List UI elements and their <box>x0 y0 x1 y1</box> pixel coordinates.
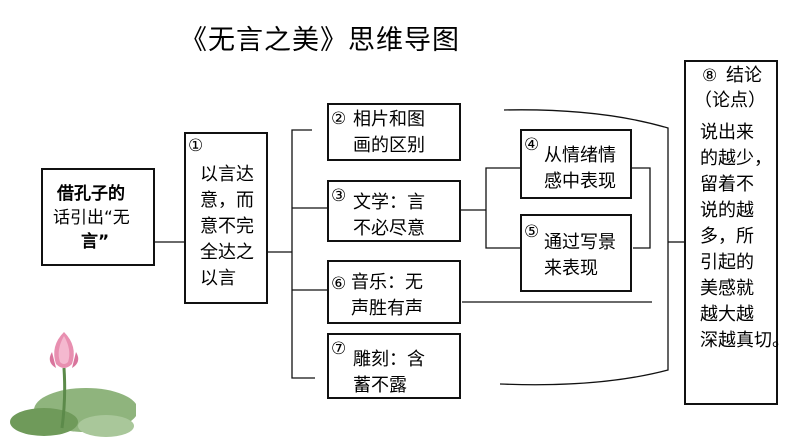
node-8-body-2: 的越少， <box>700 148 772 169</box>
node-1-line3: 意不完 <box>200 216 254 237</box>
node-7-line1: 雕刻：含 <box>353 349 425 370</box>
node-1-marker: ① <box>188 136 204 156</box>
node-2-line2: 画的区别 <box>353 135 425 156</box>
node-3-line2: 不必尽意 <box>353 218 425 239</box>
node-7: ⑦ 雕刻：含 蓄不露 <box>327 333 461 399</box>
node-3-line1: 文学：言 <box>353 192 425 213</box>
node-8-body-3: 留着不 <box>700 174 754 195</box>
node-8-head1: 结论 <box>726 65 762 86</box>
node-8-body-1: 说出来 <box>700 122 754 143</box>
node-7-line2: 蓄不露 <box>353 375 407 396</box>
node-4: ④ 从情绪情 感中表现 <box>520 129 632 199</box>
node-8-conclusion: ⑧ 结论 （论点） 说出来 的越少， 留着不 说的越 多，所 引起的 美感就 越… <box>684 60 790 405</box>
node-8-body-9: 深越真切。 <box>700 330 790 351</box>
lotus-flower-illustration <box>10 332 136 437</box>
node-1: ① 以言达 意，而 意不完 全达之 以言 <box>184 132 268 304</box>
node-2-line1: 相片和图 <box>353 109 425 130</box>
page-title: 《无言之美》思维导图 <box>180 25 460 56</box>
node-7-marker: ⑦ <box>331 339 347 359</box>
node-1-line4: 全达之 <box>200 242 254 263</box>
node-4-line1: 从情绪情 <box>544 145 616 166</box>
node-1-line2: 意，而 <box>200 190 254 211</box>
node-5-line2: 来表现 <box>544 258 598 279</box>
node-8-head2: （论点） <box>694 90 766 111</box>
intro-box: 借孔子的 话引出“无 言” <box>41 168 155 266</box>
node-8-body-6: 引起的 <box>700 252 754 273</box>
intro-line1: 借孔子的 <box>57 184 125 204</box>
node-1-line5: 以言 <box>200 268 236 289</box>
node-6-line2: 声胜有声 <box>351 298 423 319</box>
node-2: ② 相片和图 画的区别 <box>327 103 461 161</box>
node-5-marker: ⑤ <box>524 222 540 242</box>
node-8-body-7: 美感就 <box>700 278 754 299</box>
node-8-body-8: 越大越 <box>700 304 754 325</box>
node-4-marker: ④ <box>524 135 540 155</box>
node-2-marker: ② <box>331 109 347 129</box>
node-6: ⑥ 音乐：无 声胜有声 <box>327 260 461 324</box>
node-8-marker: ⑧ <box>702 66 718 86</box>
node-4-line2: 感中表现 <box>544 171 616 192</box>
node-5-line1: 通过写景 <box>544 232 616 253</box>
bracket-sub <box>485 167 520 249</box>
intro-line3: 言” <box>81 232 110 252</box>
node-5: ⑤ 通过写景 来表现 <box>520 214 632 292</box>
node-8-body-4: 说的越 <box>700 200 754 221</box>
node-3: ③ 文学：言 不必尽意 <box>327 180 461 242</box>
intro-line2: 话引出“无 <box>53 208 130 228</box>
node-6-line1: 音乐：无 <box>351 272 423 293</box>
node-6-marker: ⑥ <box>331 274 347 294</box>
bracket-conclusion <box>499 109 669 386</box>
node-1-line1: 以言达 <box>200 164 254 185</box>
node-3-marker: ③ <box>331 186 347 206</box>
bracket-branches <box>291 129 315 379</box>
bracket-right-sub <box>630 167 651 249</box>
node-8-body-5: 多，所 <box>700 226 754 247</box>
